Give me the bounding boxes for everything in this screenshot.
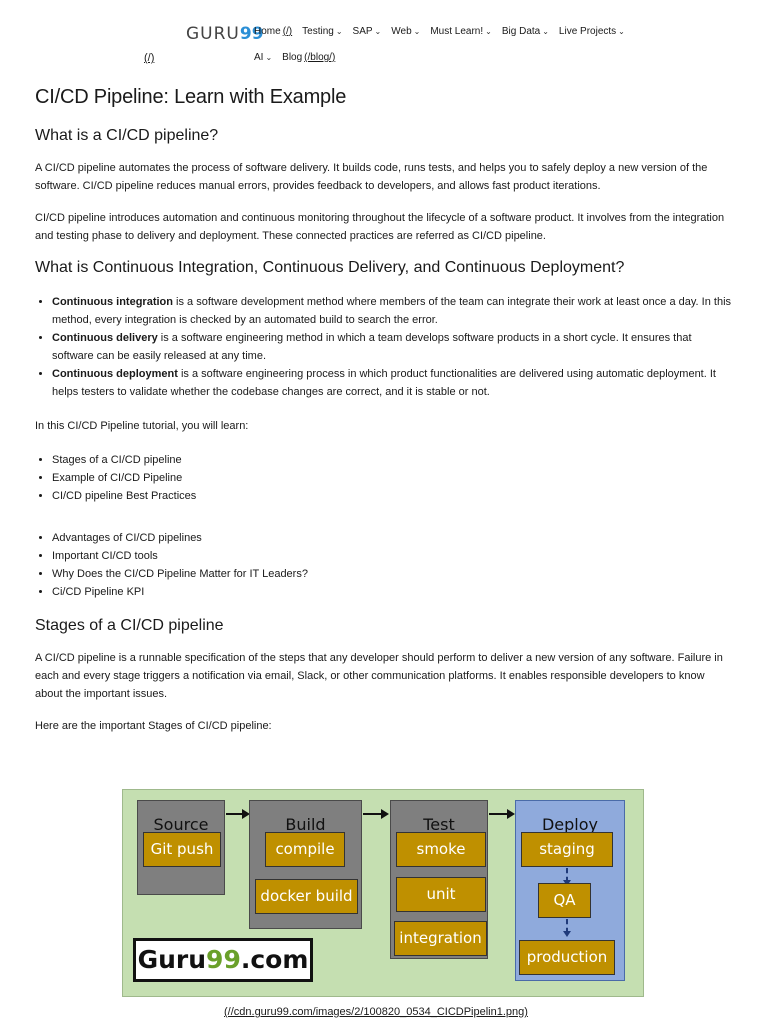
nav-item-label: Home: [254, 26, 281, 37]
stage-title: Test: [423, 815, 455, 834]
arrow-right-icon: [489, 809, 515, 819]
chevron-down-icon: ⌄: [485, 27, 492, 36]
step-staging: staging: [521, 832, 613, 867]
nav-item-label: Web: [391, 26, 412, 37]
nav-item-label: Live Projects: [558, 26, 617, 37]
step-compile: compile: [265, 832, 345, 867]
nav-item-testing[interactable]: Testing⌄: [302, 26, 342, 37]
nav-item-label: SAP: [352, 26, 373, 37]
definition-text: is a software development method where m…: [52, 296, 732, 326]
section-heading-stages: Stages of a CI/CD pipeline: [35, 617, 224, 634]
nav-item-ai[interactable]: AI⌄: [254, 52, 272, 63]
learn-intro: In this CI/CD Pipeline tutorial, you wil…: [35, 420, 249, 432]
list-item: Advantages of CI/CD pipelines: [52, 529, 735, 547]
nav-item-big-data[interactable]: Big Data⌄: [502, 26, 549, 37]
toc-link[interactable]: Important CI/CD tools: [52, 550, 158, 562]
stage-build: Build compile docker build: [249, 800, 362, 929]
stage-title: Deploy: [541, 815, 599, 834]
nav-item-label: Must Learn!: [430, 26, 484, 37]
toc-link[interactable]: CI/CD pipeline Best Practices: [52, 490, 197, 502]
nav-item-label: Big Data: [501, 26, 541, 37]
section-heading-what-is: What is a CI/CD pipeline?: [35, 127, 219, 144]
toc-list-primary: Stages of a CI/CD pipeline Example of CI…: [35, 451, 735, 505]
step-qa: QA: [538, 883, 591, 918]
stage-test: Test smoke unit integration: [390, 800, 488, 959]
brand-prefix: Guru: [137, 945, 207, 974]
list-item: CI/CD pipeline Best Practices: [52, 487, 735, 505]
image-source-link[interactable]: (//cdn.guru99.com/images/2/100820_0534_C…: [224, 1006, 528, 1018]
paragraph-intro: A CI/CD pipeline automates the process o…: [35, 162, 708, 192]
list-item: Why Does the CI/CD Pipeline Matter for I…: [52, 565, 735, 583]
nav-item-url[interactable]: (/blog/): [304, 52, 336, 63]
arrow-right-icon: [363, 809, 389, 819]
paragraph-stages: A CI/CD pipeline is a runnable specifica…: [35, 652, 723, 700]
nav-item-live-projects[interactable]: Live Projects⌄: [559, 26, 625, 37]
toc-link[interactable]: Advantages of CI/CD pipelines: [52, 532, 202, 544]
paragraph-stages-intro: Here are the important Stages of CI/CD p…: [35, 720, 272, 732]
nav-item-must-learn[interactable]: Must Learn!⌄: [430, 26, 492, 37]
step-integration: integration: [394, 921, 487, 956]
logo-number: 99: [239, 24, 264, 44]
stage-source: Source Git push: [137, 800, 225, 895]
step-smoke: smoke: [396, 832, 486, 867]
nav-item-label: Testing: [302, 26, 334, 37]
guru99-logo[interactable]: GURU99: [186, 24, 264, 44]
list-item: Example of CI/CD Pipeline: [52, 469, 735, 487]
step-production: production: [519, 940, 615, 975]
toc-link[interactable]: Example of CI/CD Pipeline: [52, 472, 183, 484]
nav-row-primary: Home (/) Testing⌄ SAP⌄ Web⌄ Must Learn!⌄…: [254, 26, 625, 37]
chevron-down-icon: ⌄: [618, 27, 625, 36]
logo-text: GURU: [186, 24, 240, 44]
definition-item: Continuous integration is a software dev…: [52, 293, 735, 329]
step-docker-build: docker build: [255, 879, 358, 914]
chevron-down-icon: ⌄: [542, 27, 549, 36]
nav-item-home[interactable]: Home (/): [254, 26, 292, 37]
nav-item-url[interactable]: (/): [282, 26, 293, 37]
stage-title: Source: [153, 815, 209, 834]
list-item: Ci/CD Pipeline KPI: [52, 583, 735, 601]
guru99-com-brand: Guru99.com: [133, 938, 313, 982]
definition-text: is a software engineering method in whic…: [52, 332, 692, 362]
arrow-down-icon: [563, 931, 571, 937]
nav-item-label: AI: [254, 52, 264, 63]
nav-item-label: Blog: [282, 52, 303, 63]
ci-cd-pipeline-diagram[interactable]: Source Git push Build compile docker bui…: [122, 789, 644, 997]
brand-number: 99: [206, 945, 241, 974]
toc-link[interactable]: Why Does the CI/CD Pipeline Matter for I…: [52, 568, 308, 580]
toc-link[interactable]: Ci/CD Pipeline KPI: [52, 586, 145, 598]
definition-text: is a software engineering process in whi…: [52, 368, 716, 398]
chevron-down-icon: ⌄: [265, 53, 273, 62]
definitions-list: Continuous integration is a software dev…: [35, 293, 735, 401]
logo-home-link[interactable]: (/): [144, 52, 155, 64]
list-item: Stages of a CI/CD pipeline: [52, 451, 735, 469]
nav-item-blog[interactable]: Blog (/blog/): [282, 52, 335, 63]
toc-link[interactable]: Stages of a CI/CD pipeline: [52, 454, 182, 466]
chevron-down-icon: ⌄: [413, 27, 421, 36]
page-title: CI/CD Pipeline: Learn with Example: [35, 86, 347, 108]
stage-deploy: Deploy staging QA production: [515, 800, 625, 981]
article-content: CI/CD Pipeline: Learn with Example What …: [35, 86, 735, 749]
step-git-push: Git push: [143, 832, 221, 867]
paragraph-lifecycle: CI/CD pipeline introduces automation and…: [35, 212, 725, 242]
definition-item: Continuous delivery is a software engine…: [52, 329, 735, 365]
chevron-down-icon: ⌄: [335, 27, 343, 36]
top-navigation: GURU99 (/) Home (/) Testing⌄ SAP⌄ Web⌄ M…: [0, 0, 768, 72]
dashed-connector-icon: [566, 919, 568, 933]
brand-suffix: .com: [240, 945, 309, 974]
stage-title: Build: [285, 815, 326, 834]
nav-row-secondary: AI⌄ Blog (/blog/): [254, 52, 335, 63]
arrow-right-icon: [226, 809, 250, 819]
chevron-down-icon: ⌄: [374, 27, 382, 36]
section-heading-ci-cd-definitions: What is Continuous Integration, Continuo…: [35, 259, 625, 276]
definition-term: Continuous deployment: [52, 368, 178, 380]
toc-list-secondary: Advantages of CI/CD pipelines Important …: [35, 529, 735, 601]
step-unit: unit: [396, 877, 486, 912]
nav-item-web[interactable]: Web⌄: [391, 26, 420, 37]
list-item: Important CI/CD tools: [52, 547, 735, 565]
nav-item-sap[interactable]: SAP⌄: [353, 26, 382, 37]
definition-term: Continuous delivery: [52, 332, 158, 344]
dashed-connector-icon: [566, 868, 568, 882]
definition-item: Continuous deployment is a software engi…: [52, 365, 735, 401]
definition-term: Continuous integration: [52, 296, 173, 308]
